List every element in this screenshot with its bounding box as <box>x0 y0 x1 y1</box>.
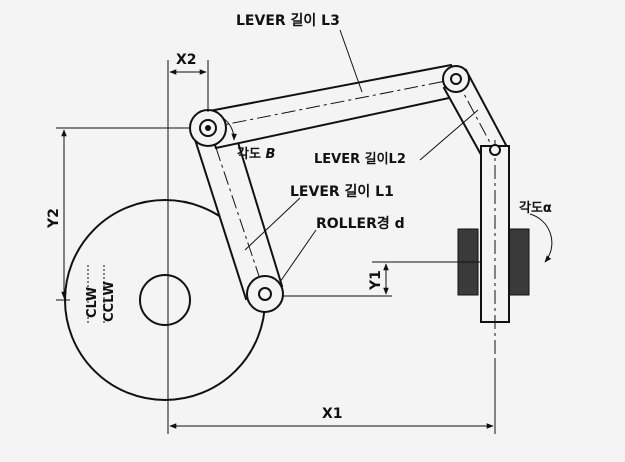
angle-b-arc <box>222 117 237 141</box>
label-y1: Y1 <box>368 270 384 291</box>
label-angle-b: 각도 B <box>237 147 275 162</box>
leader-roller <box>279 229 317 283</box>
dimension-x1 <box>167 330 496 434</box>
label-lever-l2: LEVER 길이L2 <box>314 151 406 167</box>
cam-disk <box>64 199 266 401</box>
label-cclw: CCLW <box>102 281 117 322</box>
angle-a-arc <box>529 213 553 263</box>
label-lever-l1: LEVER 길이 L1 <box>290 183 394 200</box>
label-x2: X2 <box>176 52 197 68</box>
dimension-y1 <box>282 261 481 297</box>
label-clw: CLW <box>85 287 100 318</box>
label-x1: X1 <box>322 406 343 422</box>
dimension-y2 <box>56 127 190 301</box>
dimension-x2 <box>167 60 209 332</box>
lever-l3 <box>202 63 465 150</box>
guide-block-right <box>508 228 530 296</box>
label-y2: Y2 <box>46 208 62 229</box>
top-joint <box>442 65 470 93</box>
roller <box>246 275 284 313</box>
label-angle-b-prefix: 각도 <box>237 147 265 162</box>
pivot-joint <box>189 109 227 147</box>
leader-l2 <box>419 109 479 161</box>
label-roller: ROLLER경 d <box>316 215 405 232</box>
vertical-rod <box>480 140 510 360</box>
label-angle-a: 각도α <box>519 201 552 216</box>
label-angle-b-symbol: B <box>265 147 275 162</box>
label-lever-l3: LEVER 길이 L3 <box>236 12 340 29</box>
leader-l1 <box>244 197 301 251</box>
leader-l3 <box>339 29 363 93</box>
